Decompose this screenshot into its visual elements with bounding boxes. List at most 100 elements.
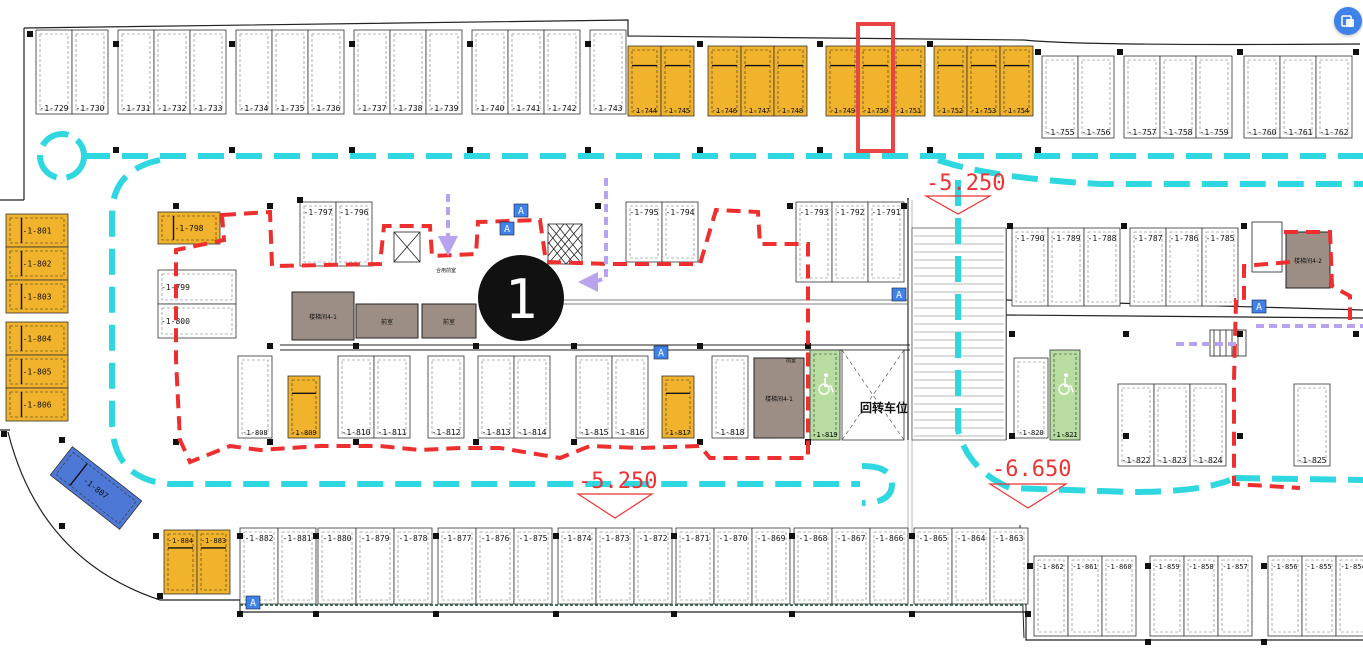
- parking-stall[interactable]: -1-871: [675, 527, 715, 605]
- parking-stall[interactable]: -1-814: [513, 355, 551, 439]
- parking-stall[interactable]: -1-809: [287, 375, 321, 439]
- parking-stall[interactable]: -1-800: [157, 303, 237, 339]
- parking-stall[interactable]: -1-883: [196, 529, 231, 595]
- parking-stall[interactable]: -1-759: [1195, 55, 1233, 139]
- parking-stall[interactable]: -1-742: [543, 29, 581, 115]
- parking-stall[interactable]: -1-796: [335, 201, 373, 267]
- parking-stall[interactable]: -1-746: [707, 45, 742, 117]
- parking-stall[interactable]: -1-884: [163, 529, 198, 595]
- parking-stall[interactable]: -1-802: [5, 246, 69, 281]
- parking-stall[interactable]: -1-855: [1301, 555, 1337, 637]
- parking-stall[interactable]: -1-738: [389, 29, 427, 115]
- parking-stall[interactable]: -1-822: [1117, 383, 1155, 467]
- parking-stall[interactable]: -1-789: [1047, 227, 1085, 307]
- parking-stall[interactable]: -1-787: [1129, 227, 1167, 307]
- parking-stall[interactable]: -1-823: [1153, 383, 1191, 467]
- parking-stall[interactable]: -1-881: [277, 527, 317, 605]
- parking-stall[interactable]: -1-729: [35, 29, 73, 115]
- parking-stall[interactable]: -1-807: [49, 446, 143, 530]
- parking-stall[interactable]: -1-757: [1123, 55, 1161, 139]
- parking-stall[interactable]: -1-824: [1189, 383, 1227, 467]
- elevator-badge[interactable]: A: [513, 203, 529, 218]
- parking-stall[interactable]: -1-737: [353, 29, 391, 115]
- parking-stall[interactable]: -1-740: [471, 29, 509, 115]
- parking-stall[interactable]: -1-870: [713, 527, 753, 605]
- parking-stall[interactable]: -1-760: [1243, 55, 1281, 139]
- parking-stall[interactable]: -1-873: [595, 527, 635, 605]
- parking-stall[interactable]: -1-816: [611, 355, 649, 439]
- parking-stall[interactable]: -1-752: [933, 45, 968, 117]
- parking-stall[interactable]: -1-745: [660, 45, 695, 117]
- parking-stall[interactable]: -1-798: [157, 211, 221, 245]
- parking-stall[interactable]: -1-806: [5, 387, 69, 422]
- parking-stall[interactable]: -1-762: [1315, 55, 1353, 139]
- parking-stall[interactable]: -1-882: [239, 527, 279, 605]
- parking-stall[interactable]: -1-797: [299, 201, 337, 267]
- parking-stall[interactable]: -1-864: [951, 527, 991, 605]
- parking-stall[interactable]: -1-743: [589, 29, 627, 115]
- parking-stall[interactable]: -1-867: [831, 527, 871, 605]
- parking-stall[interactable]: -1-792: [831, 201, 869, 283]
- parking-stall[interactable]: -1-863: [989, 527, 1029, 605]
- parking-stall[interactable]: -1-812: [427, 355, 465, 439]
- parking-stall[interactable]: -1-741: [507, 29, 545, 115]
- stairwell-room[interactable]: 前室: [421, 303, 477, 339]
- parking-stall[interactable]: -1-790: [1011, 227, 1049, 307]
- stairwell-room[interactable]: 前室: [355, 303, 419, 339]
- parking-stall[interactable]: -1-808: [237, 355, 273, 439]
- parking-stall[interactable]: -1-753: [966, 45, 1001, 117]
- parking-stall[interactable]: -1-788: [1083, 227, 1121, 307]
- parking-stall[interactable]: -1-785: [1201, 227, 1239, 307]
- parking-stall[interactable]: -1-803: [5, 279, 69, 314]
- parking-stall[interactable]: -1-876: [475, 527, 515, 605]
- layers-toggle-button[interactable]: [1334, 7, 1362, 35]
- parking-stall[interactable]: -1-854: [1335, 555, 1363, 637]
- elevator-badge[interactable]: A: [891, 287, 907, 302]
- stairwell-room[interactable]: 楼梯间4-2: [1285, 231, 1331, 289]
- selected-stall-highlight[interactable]: [856, 22, 895, 153]
- parking-stall[interactable]: -1-791: [867, 201, 905, 283]
- parking-stall[interactable]: -1-860: [1101, 555, 1137, 637]
- parking-stall[interactable]: -1-739: [425, 29, 463, 115]
- parking-stall[interactable]: -1-730: [71, 29, 109, 115]
- parking-stall[interactable]: -1-749: [825, 45, 860, 117]
- parking-stall[interactable]: -1-793: [795, 201, 833, 283]
- parking-stall[interactable]: -1-754: [999, 45, 1034, 117]
- parking-stall[interactable]: -1-858: [1183, 555, 1219, 637]
- parking-stall[interactable]: -1-795: [625, 201, 663, 263]
- parking-stall[interactable]: -1-744: [627, 45, 662, 117]
- stairwell-room[interactable]: 楼梯间4-1: [753, 357, 805, 439]
- parking-stall[interactable]: -1-736: [307, 29, 345, 115]
- parking-stall[interactable]: -1-866: [869, 527, 909, 605]
- parking-stall[interactable]: -1-786: [1165, 227, 1203, 307]
- parking-stall[interactable]: -1-755: [1041, 55, 1079, 139]
- parking-stall[interactable]: -1-880: [317, 527, 357, 605]
- parking-stall[interactable]: -1-805: [5, 354, 69, 389]
- parking-stall[interactable]: -1-747: [740, 45, 775, 117]
- parking-stall[interactable]: -1-733: [189, 29, 227, 115]
- parking-stall[interactable]: -1-811: [373, 355, 411, 439]
- parking-stall[interactable]: -1-872: [633, 527, 673, 605]
- core-number-marker[interactable]: [478, 255, 564, 341]
- parking-stall[interactable]: -1-878: [393, 527, 433, 605]
- elevator-badge[interactable]: A: [1251, 299, 1267, 314]
- parking-stall[interactable]: -1-758: [1159, 55, 1197, 139]
- parking-stall[interactable]: -1-868: [793, 527, 833, 605]
- parking-stall[interactable]: -1-748: [773, 45, 808, 117]
- elevator-badge[interactable]: A: [499, 221, 515, 236]
- parking-stall[interactable]: -1-820: [1013, 357, 1049, 439]
- parking-stall[interactable]: -1-804: [5, 321, 69, 356]
- parking-stall[interactable]: -1-794: [661, 201, 699, 263]
- parking-stall[interactable]: -1-856: [1267, 555, 1303, 637]
- parking-stall[interactable]: -1-813: [477, 355, 515, 439]
- parking-stall[interactable]: -1-825: [1293, 383, 1331, 467]
- parking-stall[interactable]: -1-817: [661, 375, 695, 439]
- parking-stall[interactable]: -1-734: [235, 29, 273, 115]
- parking-stall[interactable]: -1-879: [355, 527, 395, 605]
- parking-stall[interactable]: -1-821: [1049, 349, 1081, 441]
- parking-stall[interactable]: -1-861: [1067, 555, 1103, 637]
- elevator-badge[interactable]: A: [245, 595, 261, 610]
- parking-stall[interactable]: -1-801: [5, 213, 69, 248]
- parking-stall[interactable]: -1-877: [437, 527, 477, 605]
- parking-stall[interactable]: -1-865: [913, 527, 953, 605]
